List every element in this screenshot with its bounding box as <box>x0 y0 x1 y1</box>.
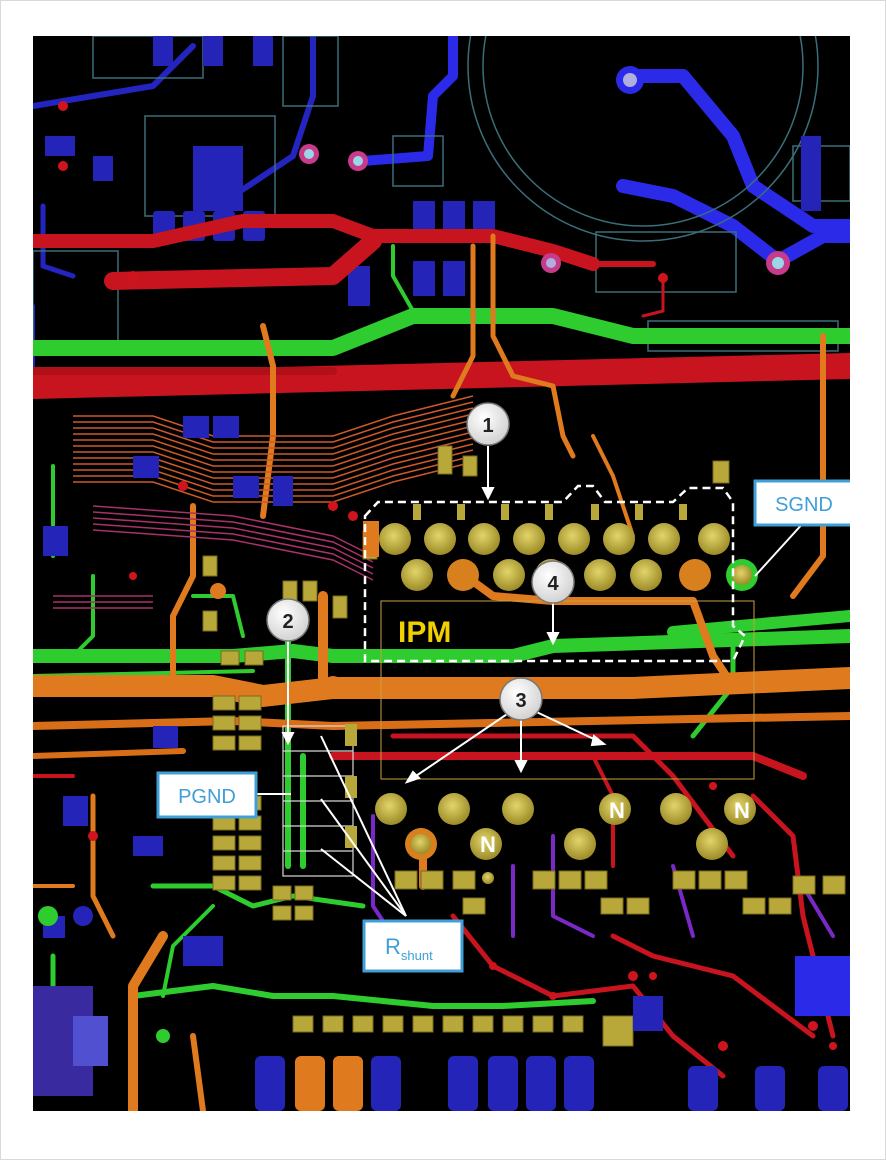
pgnd-label: PGND <box>178 786 236 808</box>
callout-number-3: 3 <box>515 690 526 712</box>
magenta-vias <box>299 66 790 275</box>
bottom-connector-pads <box>255 956 850 1111</box>
sgnd-label-box <box>753 479 850 527</box>
orange-traces <box>33 233 850 1111</box>
bottom-gold-pads <box>292 870 846 1047</box>
smd-components-left <box>33 416 343 1096</box>
pgnd-label-box <box>156 771 258 819</box>
annotation-leaders <box>255 446 806 917</box>
shunt-resistor-pads <box>345 724 357 848</box>
n-label-1: N <box>480 832 496 857</box>
ipm-pin-stubs <box>413 504 687 520</box>
callout-badge-2 <box>266 598 310 642</box>
rshunt-label-sub: shunt <box>401 948 433 963</box>
ipm-body-outline <box>380 600 755 780</box>
pcb-board: N N N <box>33 36 850 1111</box>
ipm-top-pin-pads <box>363 521 758 591</box>
ipm-bottom-pin-pads <box>375 793 756 884</box>
n-label-3: N <box>734 798 750 823</box>
callout-number-4: 4 <box>547 573 559 595</box>
n-label-2: N <box>609 798 625 823</box>
sgnd-label: SGND <box>775 494 833 516</box>
rshunt-label-main: R <box>385 934 401 959</box>
callout-badge-4 <box>531 560 575 604</box>
ipm-label: IPM <box>398 616 451 649</box>
callout-badge-3 <box>499 677 543 721</box>
rshunt-label-box <box>362 919 464 973</box>
callout-number-2: 2 <box>282 611 293 633</box>
sgnd-dashed-outline <box>363 484 747 663</box>
rshunt-label: Rshunt <box>385 934 433 963</box>
gold-smd-pads <box>202 445 730 921</box>
callout-number-1: 1 <box>482 415 493 437</box>
pcb-layout-svg: N N N <box>33 36 850 1111</box>
red-power-traces <box>33 214 850 399</box>
callout-badge-1 <box>466 402 510 446</box>
